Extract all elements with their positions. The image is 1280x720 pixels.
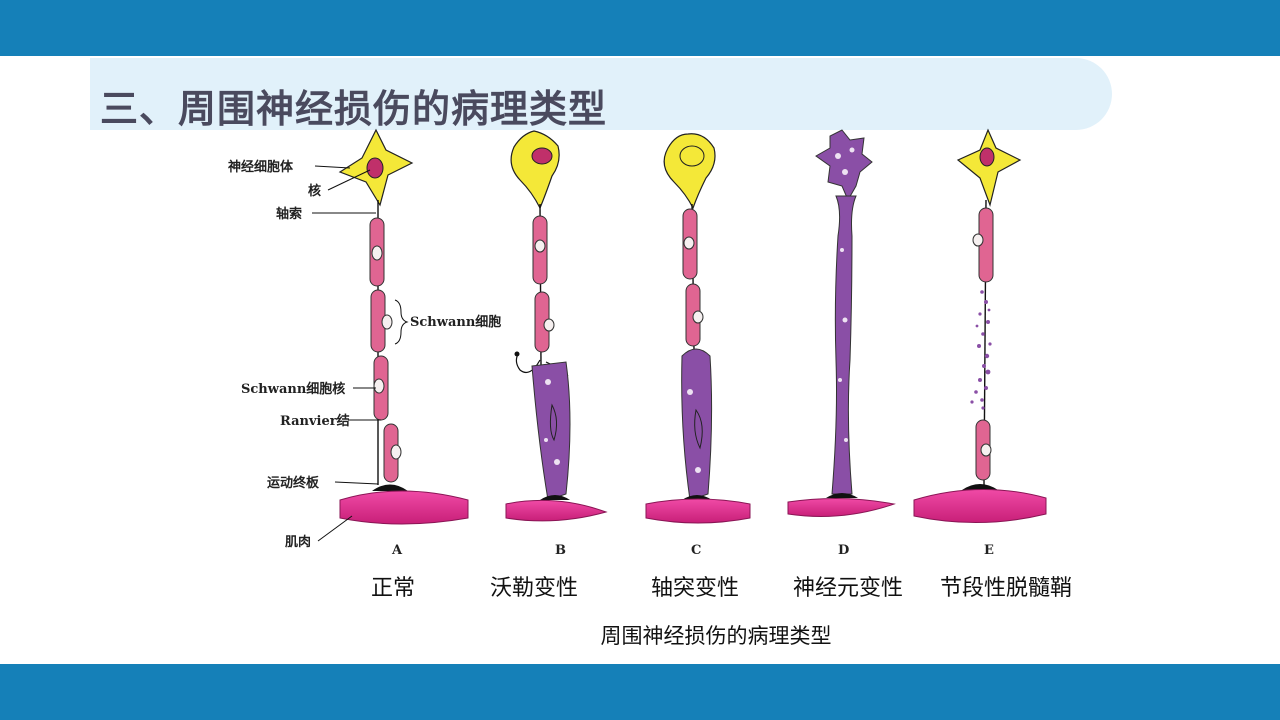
degenerated-tube xyxy=(681,348,713,501)
panel-letter-a: A xyxy=(391,543,403,558)
muscle-fiber xyxy=(645,498,751,524)
cell-body xyxy=(663,133,716,210)
schwann-nucleus xyxy=(972,233,984,247)
panel-name-a: 正常 xyxy=(370,576,416,601)
panel-letter-d: D xyxy=(838,543,849,558)
schwann-nucleus xyxy=(683,236,695,250)
cell-nucleus xyxy=(979,147,995,167)
schwann-nucleus xyxy=(980,443,992,457)
schwann-nucleus xyxy=(692,310,704,324)
cell-body xyxy=(815,129,873,202)
neuron-degeneration xyxy=(787,129,896,517)
label-schwann-nucleus: Schwann细胞核 xyxy=(241,381,345,397)
degenerated-axon xyxy=(831,195,857,495)
motor-end-plate xyxy=(540,495,570,500)
motor-end-plate xyxy=(826,493,858,498)
label-schwann-cell: Schwann细胞 xyxy=(410,314,501,330)
label-muscle: 肌肉 xyxy=(285,534,311,550)
panel-name-d: 神经元变性 xyxy=(792,576,904,601)
label-cell-body: 神经细胞体 xyxy=(228,159,294,175)
label-motor-end-plate: 运动终板 xyxy=(267,475,320,491)
muscle-fiber xyxy=(505,499,608,522)
muscle-fiber xyxy=(787,497,896,517)
schwann-nucleus xyxy=(381,314,393,330)
muscle-fiber xyxy=(339,490,469,525)
panel-name-c: 轴突变性 xyxy=(650,576,740,601)
neuron-normal xyxy=(338,128,469,525)
label-axon: 轴索 xyxy=(276,206,302,222)
neuron-wallerian xyxy=(505,130,608,522)
footer-bar xyxy=(0,664,1280,720)
cell-nucleus xyxy=(366,157,384,179)
panel-letter-c: C xyxy=(691,543,701,558)
panel-letter-e: E xyxy=(984,543,994,558)
schwann-nucleus xyxy=(390,444,402,460)
muscle-fiber xyxy=(913,489,1047,523)
schwann-nucleus xyxy=(373,378,385,394)
cell-nucleus xyxy=(679,145,705,167)
cell-body xyxy=(510,130,560,210)
schwann-nucleus xyxy=(534,239,546,253)
panel-name-b: 沃勒变性 xyxy=(489,576,579,601)
neuron-axonal xyxy=(645,133,751,524)
label-nucleus: 核 xyxy=(308,183,321,199)
motor-end-plate xyxy=(372,484,408,491)
label-pointers xyxy=(312,165,409,542)
panel-letter-b: B xyxy=(555,543,566,558)
cell-nucleus xyxy=(531,147,553,165)
panel-name-e: 节段性脱髓鞘 xyxy=(939,576,1073,601)
neuron-demyelination xyxy=(913,128,1047,523)
slide-title: 三、周围神经损伤的病理类型 xyxy=(100,87,608,131)
cell-body xyxy=(956,128,1022,208)
motor-end-plate xyxy=(962,484,998,490)
myelin-debris xyxy=(970,290,992,410)
schwann-nucleus xyxy=(543,318,555,332)
label-ranvier: Ranvier结 xyxy=(280,413,350,429)
title-band xyxy=(90,58,1112,130)
figure-caption: 周围神经损伤的病理类型 xyxy=(600,624,832,648)
header-bar xyxy=(0,0,1280,56)
schwann-nucleus xyxy=(371,245,383,261)
